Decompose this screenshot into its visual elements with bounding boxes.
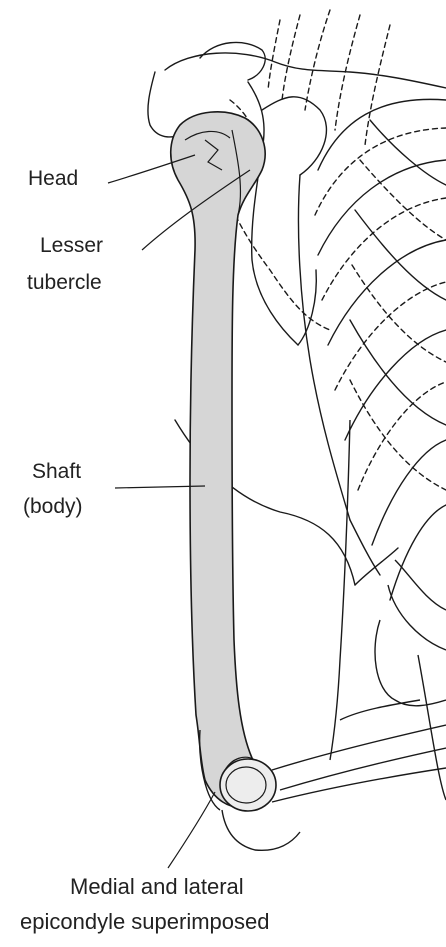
label-lesser-tubercle-line2: tubercle bbox=[27, 270, 102, 296]
label-lesser-tubercle-line1: Lesser bbox=[40, 233, 103, 259]
label-head: Head bbox=[28, 166, 78, 192]
label-epicondyle-line1: Medial and lateral bbox=[70, 874, 244, 900]
rib-cage bbox=[315, 99, 446, 600]
label-epicondyle-line2: epicondyle superimposed bbox=[20, 909, 270, 935]
label-shaft-line1: Shaft bbox=[32, 459, 81, 485]
label-shaft-line2: (body) bbox=[23, 494, 83, 520]
leader-epicondyle bbox=[168, 792, 215, 868]
humerus-bone bbox=[171, 112, 276, 811]
